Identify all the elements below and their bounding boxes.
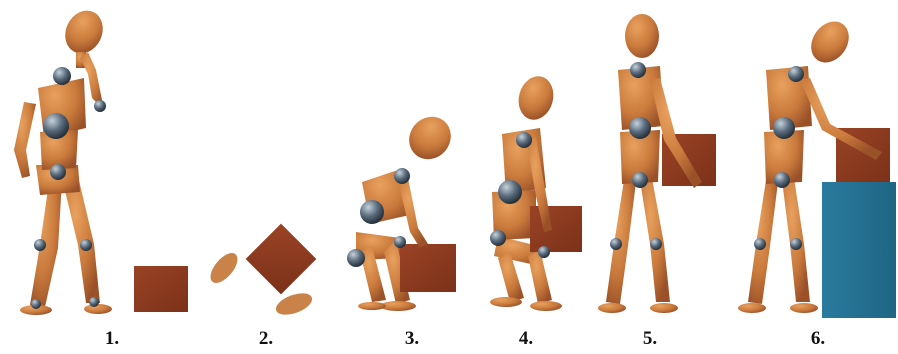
step6-knee-front [790, 238, 802, 250]
step-5-label: 5. [642, 328, 658, 349]
step-3-figure [347, 116, 456, 311]
step3-shoulder [394, 168, 410, 184]
step3-box [400, 244, 456, 292]
step-2-scene [210, 223, 317, 315]
step4-foot [530, 301, 562, 311]
step-4-label: 4. [518, 328, 534, 349]
step4-shin [528, 250, 552, 304]
step-6-label: 6. [810, 328, 826, 349]
step3-hip [347, 249, 365, 267]
step-6-platform-icon [822, 182, 896, 318]
step1-head [65, 10, 103, 54]
step-1-label: 1. [104, 328, 120, 349]
step1-back-arm [14, 102, 36, 178]
step2-footprint-right-icon [275, 293, 313, 315]
step5-arm [650, 78, 702, 188]
step3-head [409, 116, 451, 160]
step1-shoulder [53, 67, 71, 85]
step5-head [625, 14, 659, 58]
step5-shoulder [630, 62, 646, 78]
step4-shoulder [516, 132, 532, 148]
step4-knee [538, 246, 550, 258]
step1-knee-back [34, 239, 46, 251]
step-2-label: 2. [258, 328, 274, 349]
step-1-box [134, 266, 188, 312]
step-6-scene [738, 21, 896, 318]
step1-front-arm [80, 52, 104, 110]
step6-arm [800, 78, 882, 160]
step1-knee-front [80, 239, 92, 251]
step1-ankle-back [31, 299, 41, 309]
step5-foot-back [598, 303, 626, 313]
step1-back-leg [30, 175, 62, 307]
step6-foot-front [790, 303, 818, 313]
step-5-figure [598, 14, 716, 313]
step4-waist [498, 180, 522, 204]
step4-foot-back [490, 297, 522, 307]
step-4-figure [490, 76, 582, 311]
step1-front-leg [62, 176, 100, 303]
step6-foot-back [738, 303, 766, 313]
step4-abdomen [492, 190, 536, 240]
step1-foot-front [84, 304, 112, 314]
step6-shoulder [788, 66, 804, 82]
step3-waist [360, 200, 384, 224]
step3-foot-back [358, 302, 386, 310]
step1-ankle-front [89, 297, 99, 307]
step1-foot-back [20, 305, 52, 315]
step5-knee-back [610, 238, 622, 250]
step4-box [530, 206, 582, 252]
step6-torso [766, 66, 812, 130]
step3-foot [380, 301, 416, 311]
step-2-box [245, 223, 317, 295]
step1-waist [43, 113, 69, 139]
step4-hip [490, 230, 506, 246]
step1-abdomen [40, 130, 78, 170]
step1-hip [50, 164, 66, 180]
step5-abdomen [620, 130, 660, 184]
step5-waist [629, 117, 651, 139]
step3-knee [394, 236, 406, 248]
step6-knee-back [754, 238, 766, 250]
step1-elbow [94, 100, 106, 112]
step5-knee-front [650, 238, 662, 250]
step5-hip [632, 172, 648, 188]
step4-arm [526, 138, 552, 232]
step5-foot-front [650, 303, 678, 313]
step4-back-shin [498, 252, 524, 302]
step-1-figure [14, 10, 112, 315]
step2-footprint-left-icon [210, 253, 238, 283]
step6-hip [774, 172, 790, 188]
step6-waist [773, 117, 795, 139]
step3-back-shin [360, 246, 386, 302]
step3-arm [398, 178, 428, 248]
step6-abdomen [764, 130, 804, 184]
step-3-label: 3. [404, 328, 420, 349]
step4-head [518, 76, 554, 120]
step6-head [811, 21, 849, 63]
